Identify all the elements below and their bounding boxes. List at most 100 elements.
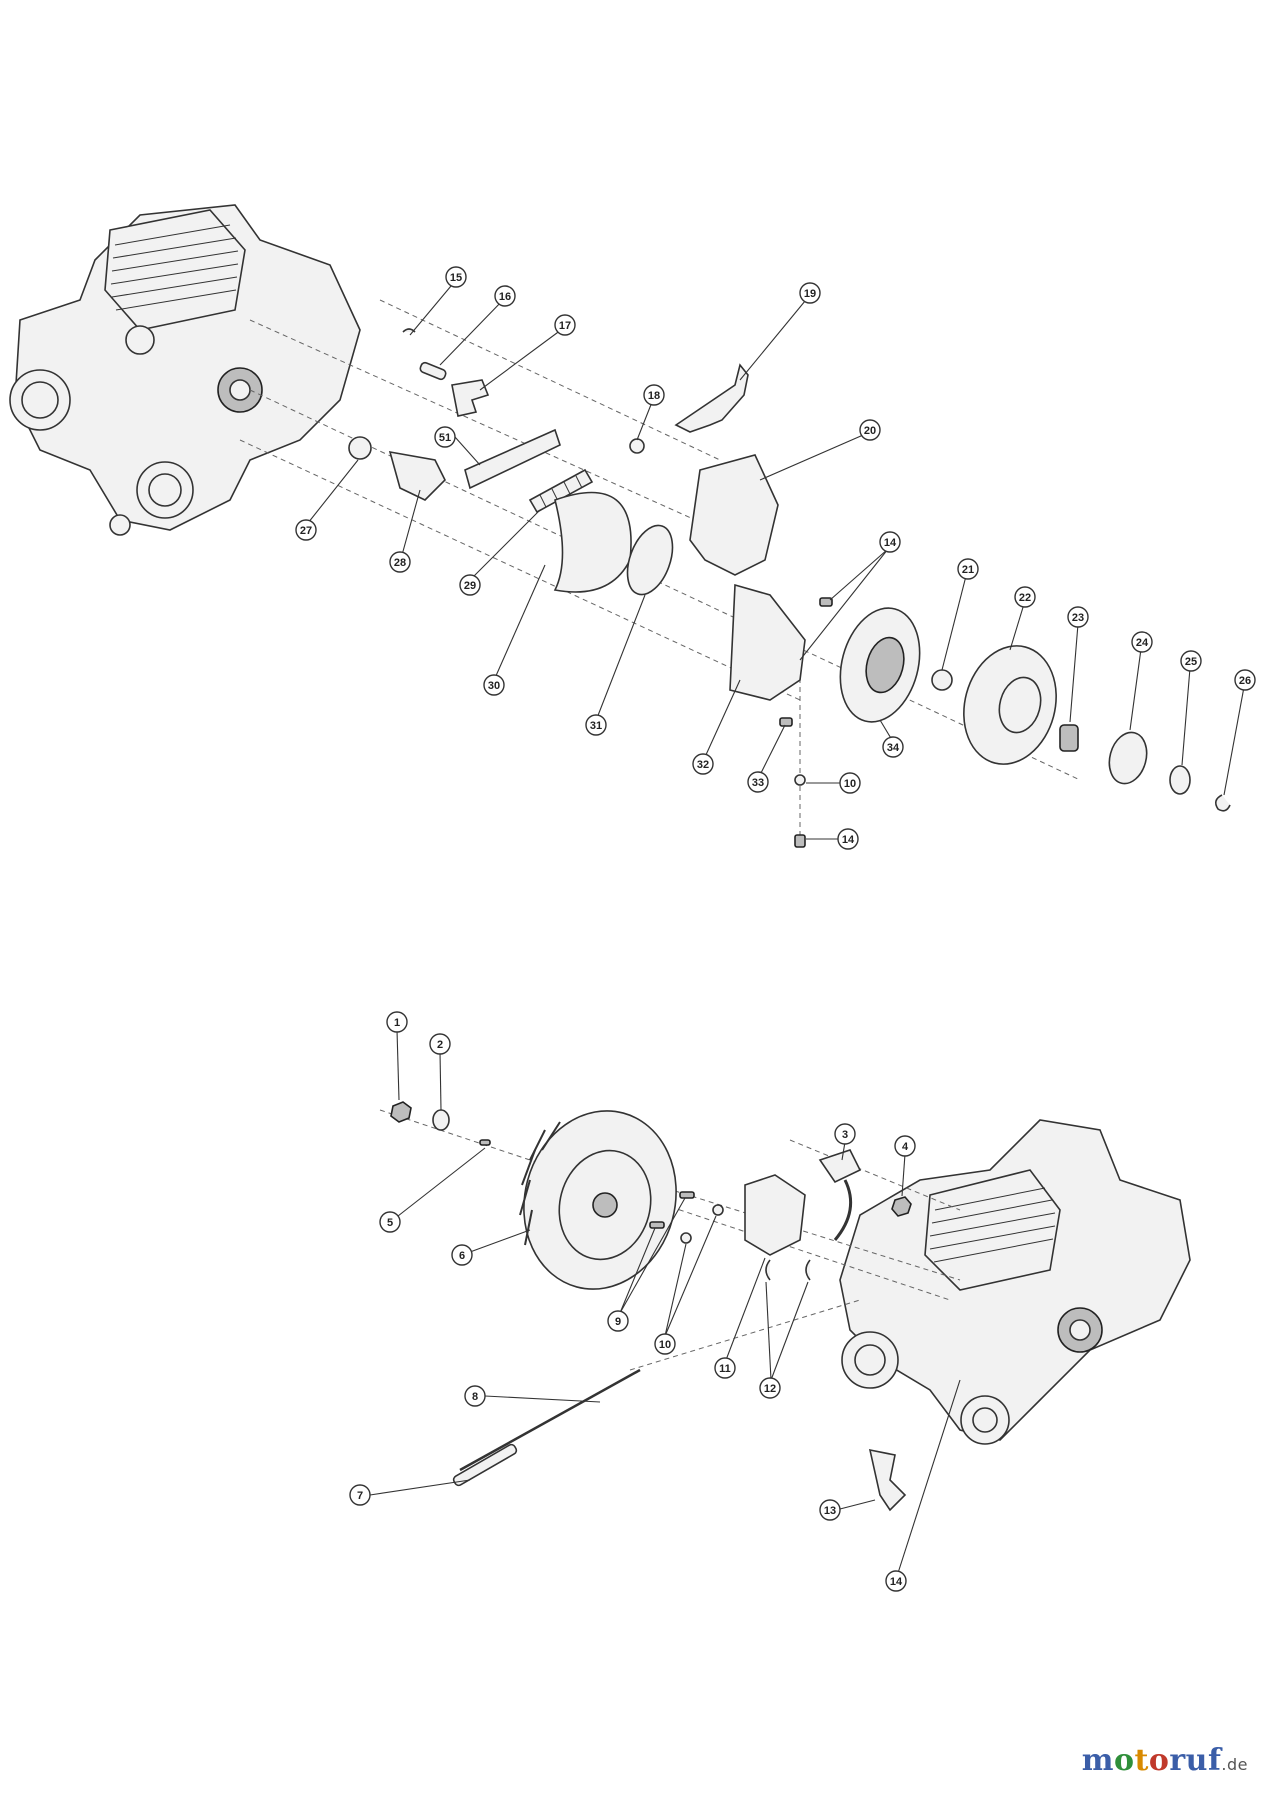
part-18-washer	[629, 438, 645, 454]
part-10-washer-c	[680, 1232, 692, 1244]
callout-23: 23	[1067, 606, 1089, 628]
callout-51: 51	[434, 426, 456, 448]
part-11-ignition-coil	[744, 1174, 806, 1256]
callout-16: 16	[494, 285, 516, 307]
svg-text:14: 14	[884, 537, 897, 549]
part-16-pin	[419, 361, 447, 381]
part-15-clip	[402, 328, 416, 333]
callout-32: 32	[692, 753, 714, 775]
svg-text:2: 2	[437, 1039, 443, 1051]
part-6-flywheel	[519, 1110, 677, 1290]
upper-parts	[348, 328, 1231, 848]
part-25-washer	[1169, 765, 1191, 795]
svg-text:15: 15	[450, 272, 462, 284]
callout-13: 13	[819, 1499, 841, 1521]
svg-text:22: 22	[1019, 592, 1031, 604]
callout-19: 19	[799, 282, 821, 304]
part-1-nut	[390, 1101, 412, 1123]
callout-2: 2	[429, 1033, 451, 1055]
callout-12: 12	[759, 1377, 781, 1399]
part-14-screw-a	[819, 597, 833, 607]
svg-text:31: 31	[590, 720, 602, 732]
svg-text:18: 18	[648, 390, 660, 402]
callout-24: 24	[1131, 631, 1153, 653]
svg-text:1: 1	[394, 1017, 400, 1029]
part-2-washer	[432, 1109, 450, 1131]
part-32-plate	[729, 583, 806, 701]
part-33-screw	[779, 717, 793, 727]
callout-6: 6	[451, 1244, 473, 1266]
part-29-spring	[528, 468, 594, 514]
callout-34: 34	[882, 736, 904, 758]
callout-28: 28	[389, 551, 411, 573]
part-8-rod	[459, 1368, 641, 1472]
part-51-plate	[464, 428, 561, 490]
svg-text:34: 34	[887, 742, 900, 754]
cylinder-fins	[104, 209, 246, 331]
callout-14-upper-b: 14	[837, 828, 859, 850]
part-9-screw-b	[649, 1221, 665, 1229]
callout-4: 4	[894, 1135, 916, 1157]
callout-10-upper: 10	[839, 772, 861, 794]
callout-10-lower: 10	[654, 1333, 676, 1355]
callout-17: 17	[554, 314, 576, 336]
svg-text:9: 9	[615, 1316, 621, 1328]
callout-14-lower: 14	[885, 1570, 907, 1592]
part-20-cover	[689, 454, 779, 576]
callout-11: 11	[714, 1357, 736, 1379]
part-13-bracket	[868, 1448, 907, 1512]
svg-text:20: 20	[864, 425, 876, 437]
svg-text:14: 14	[890, 1576, 903, 1588]
part-28-cam	[388, 450, 446, 501]
callout-9: 9	[607, 1310, 629, 1332]
callout-26: 26	[1234, 669, 1256, 691]
callout-7: 7	[349, 1484, 371, 1506]
callout-14-upper: 14	[879, 531, 901, 553]
lower-cylinder-fins	[924, 1169, 1061, 1291]
part-7-tube	[452, 1443, 518, 1487]
svg-text:16: 16	[499, 291, 511, 303]
callout-27: 27	[295, 519, 317, 541]
callout-29: 29	[459, 574, 481, 596]
callout-25: 25	[1180, 650, 1202, 672]
svg-text:4: 4	[902, 1141, 909, 1153]
part-23-bearing	[1059, 724, 1079, 752]
part-3-spark-plug-boot	[818, 1149, 862, 1241]
callout-20: 20	[859, 419, 881, 441]
svg-text:32: 32	[697, 759, 709, 771]
svg-text:11: 11	[719, 1363, 731, 1375]
svg-text:26: 26	[1239, 675, 1251, 687]
motoruf-logo: motoruf.de	[1081, 1743, 1248, 1778]
part-12-springs	[765, 1259, 811, 1281]
callout-8: 8	[464, 1385, 486, 1407]
callout-5: 5	[379, 1211, 401, 1233]
svg-text:33: 33	[752, 777, 764, 789]
svg-text:13: 13	[824, 1505, 836, 1517]
lower-callouts: 1 2 3 4 5 6 9 10 11 12 8 7 13 14	[349, 1011, 961, 1592]
svg-text:25: 25	[1185, 656, 1197, 668]
svg-text:12: 12	[764, 1383, 776, 1395]
svg-text:21: 21	[962, 564, 974, 576]
callout-18: 18	[643, 384, 665, 406]
callout-31: 31	[585, 714, 607, 736]
svg-text:19: 19	[804, 288, 816, 300]
lower-engine-housing	[839, 1119, 1191, 1445]
upper-callouts: 15 16 17 18 19 20 51 27 28 29 30 31 14 2…	[295, 266, 1256, 850]
svg-text:14: 14	[842, 834, 855, 846]
lower-parts	[390, 1101, 912, 1512]
callout-3: 3	[834, 1123, 856, 1145]
upper-assembly-axes	[239, 299, 1081, 840]
part-10-washer-b	[712, 1204, 724, 1216]
part-24-sprocket	[1108, 731, 1148, 785]
part-4-nut	[891, 1196, 912, 1217]
part-9-screw-a	[679, 1191, 695, 1199]
part-17-block	[451, 379, 490, 417]
part-26-clip	[1214, 794, 1231, 812]
svg-text:10: 10	[659, 1339, 671, 1351]
svg-text:6: 6	[459, 1250, 465, 1262]
callout-33: 33	[747, 771, 769, 793]
part-31-disc	[626, 524, 674, 596]
svg-text:3: 3	[842, 1129, 848, 1141]
svg-text:27: 27	[300, 525, 312, 537]
